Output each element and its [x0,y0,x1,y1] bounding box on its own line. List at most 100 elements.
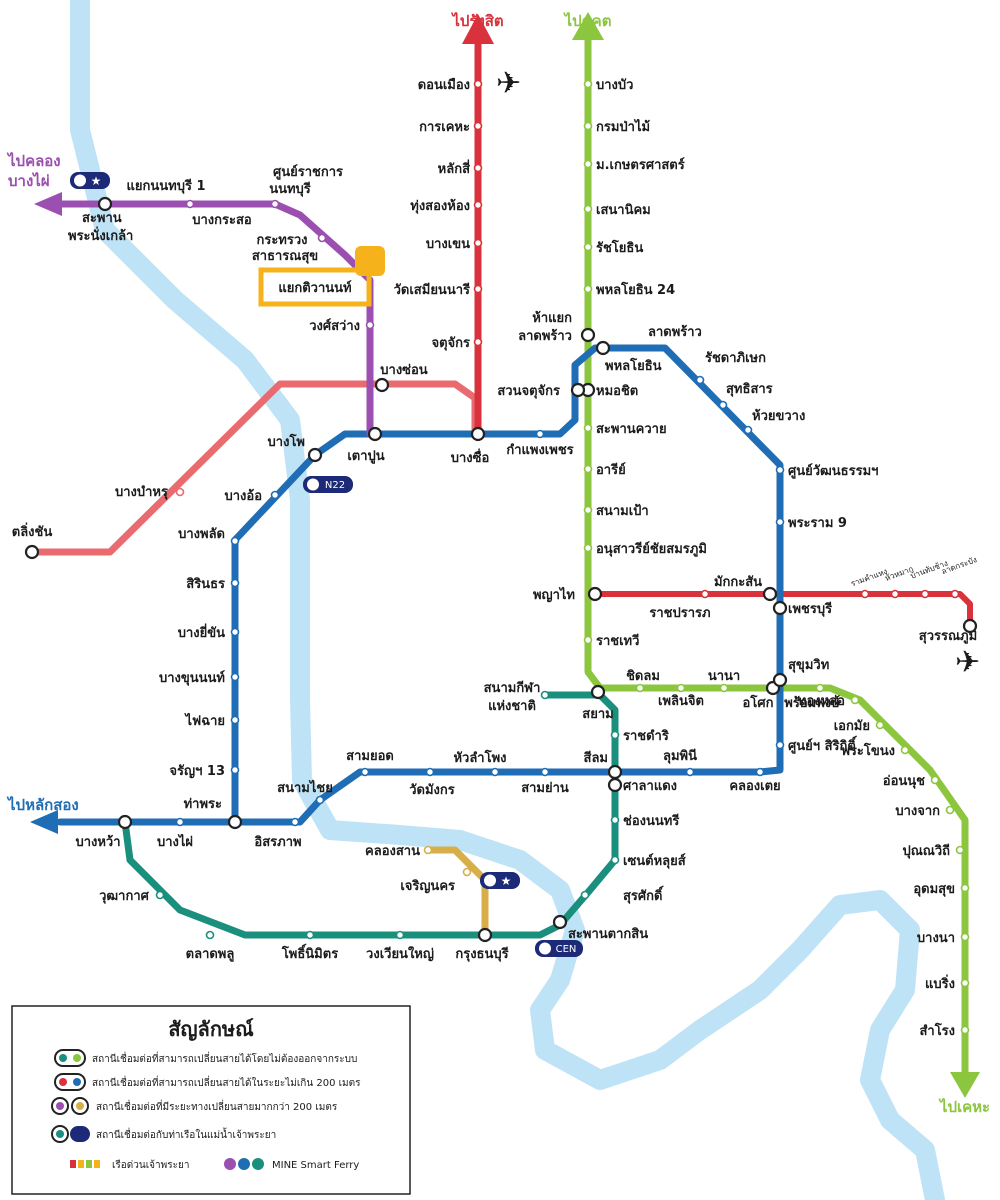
station-dot[interactable] [227,814,243,830]
station-label[interactable]: คลองสาน [365,844,420,859]
station-label[interactable]: พระราม 9 [788,516,847,531]
station-label[interactable]: บางกระสอ [192,213,251,228]
station-label[interactable]: มักกะสัน [714,575,762,590]
station-label[interactable]: บางอ้อ [224,488,262,504]
station-label[interactable]: สนามไชย [277,779,333,796]
station-label[interactable]: ตลาดพลู [186,947,235,962]
station-dot[interactable] [815,683,825,693]
station-label[interactable]: สวนจตุจักร [497,384,560,399]
station-label[interactable]: เจริญนคร [400,879,455,894]
station-label[interactable]: พหลโยธิน [605,357,662,374]
station-dot[interactable] [462,867,472,877]
station-label[interactable]: บางขุนนนท์ [159,670,225,686]
station-dot[interactable] [473,284,483,294]
station-label[interactable]: บางซื่อ [451,448,490,466]
station-dot[interactable] [695,375,705,385]
station-dot[interactable] [473,337,483,347]
station-label[interactable]: สะพานตากสิน [568,927,648,942]
station-dot[interactable] [230,765,240,775]
station-dot[interactable] [315,795,325,805]
station-dot[interactable] [962,618,978,634]
station-label[interactable]: สาธารณสุข [252,249,318,264]
station-dot[interactable] [718,400,728,410]
station-dot[interactable] [230,578,240,588]
station-dot[interactable] [676,683,686,693]
station-dot[interactable] [583,505,593,515]
station-dot[interactable] [685,767,695,777]
station-dot[interactable] [117,814,133,830]
station-dot[interactable] [305,930,315,940]
station-dot[interactable] [930,775,940,785]
station-label[interactable]: คลองเตย [729,779,780,794]
station-dot[interactable] [772,672,788,688]
station-label[interactable]: บางซ่อน [380,363,428,378]
station-dot[interactable] [185,199,195,209]
station-dot[interactable] [580,890,590,900]
station-dot[interactable] [360,767,370,777]
station-label[interactable]: วงศ์สว่าง [309,318,360,334]
station-label[interactable]: วัดมังกร [409,783,455,798]
station-dot[interactable] [540,690,550,700]
station-dot[interactable] [473,121,483,131]
station-dot[interactable] [719,683,729,693]
station-label[interactable]: ม.เกษตรศาสตร์ [596,157,685,173]
station-dot[interactable] [900,745,910,755]
station-label[interactable]: ศูนย์วัฒนธรรมฯ [788,463,878,479]
station-dot[interactable] [395,930,405,940]
station-dot[interactable] [960,932,970,942]
station-dot[interactable] [610,855,620,865]
station-dot[interactable] [470,426,486,442]
station-label[interactable]: สยาม [582,707,613,722]
station-dot[interactable] [307,447,323,463]
station-dot[interactable] [890,589,900,599]
station-dot[interactable] [365,320,375,330]
station-dot[interactable] [473,200,483,210]
station-dot[interactable] [960,1025,970,1035]
station-label[interactable]: นานา [708,669,740,684]
station-label[interactable]: ราชเทวี [596,633,639,649]
station-dot[interactable] [583,159,593,169]
station-label[interactable]: จตุจักร [431,336,470,351]
station-label[interactable]: หมอชิต [596,384,638,399]
station-dot[interactable] [24,544,40,560]
station-label[interactable]: ชิดลม [626,669,660,684]
station-dot[interactable] [590,684,606,700]
station-label[interactable]: ช่องนนทรี [623,813,679,829]
station-dot[interactable] [535,429,545,439]
station-label[interactable]: แบริ่ง [925,974,955,992]
station-label[interactable]: ห้าแยก [532,310,572,326]
station-label[interactable]: ไฟฉาย [183,712,225,729]
station-label[interactable]: หัวลำโพง [453,749,506,766]
station-label[interactable]: บางโพ [268,433,305,450]
station-dot[interactable] [290,817,300,827]
station-label[interactable]: กำแพงเพชร [506,442,573,458]
station-label[interactable]: บางยี่ขัน [178,623,225,641]
station-dot[interactable] [920,589,930,599]
station-label[interactable]: พร้อมพงษ์ [784,695,840,711]
station-label[interactable]: พระนั่งเกล้า [68,226,133,244]
station-label[interactable]: บางบำหรุ [115,484,168,500]
station-label[interactable]: ศูนย์ราชการ [273,164,343,180]
station-label[interactable]: บางหว้า [75,834,120,850]
station-label[interactable]: สะพาน [82,211,122,226]
station-dot[interactable] [580,327,596,343]
station-label[interactable]: กรมป่าไม้ [596,118,650,135]
station-label[interactable]: เอกมัย [834,719,870,734]
station-label[interactable]: รามคำแหง [850,567,889,589]
station-dot[interactable] [850,695,860,705]
station-label[interactable]: วงเวียนใหญ่ [366,945,434,962]
station-dot[interactable] [230,672,240,682]
station-label[interactable]: บางเขน [426,237,470,252]
station-dot[interactable] [610,815,620,825]
station-label[interactable]: ตลิ่งชัน [12,522,53,540]
station-label[interactable]: สุทธิสาร [726,382,773,397]
station-label[interactable]: กรุงธนบุรี [455,946,508,962]
station-dot[interactable] [955,845,965,855]
station-label[interactable]: ลาดพร้าว [518,328,572,344]
station-label[interactable]: บางพลัด [178,527,225,542]
station-dot[interactable] [945,805,955,815]
station-label[interactable]: การเคหะ [419,120,470,135]
station-label[interactable]: ราชดำริ [623,728,669,744]
station-label[interactable]: ดอนเมือง [418,77,470,93]
station-label[interactable]: รัชดาภิเษก [705,351,766,366]
